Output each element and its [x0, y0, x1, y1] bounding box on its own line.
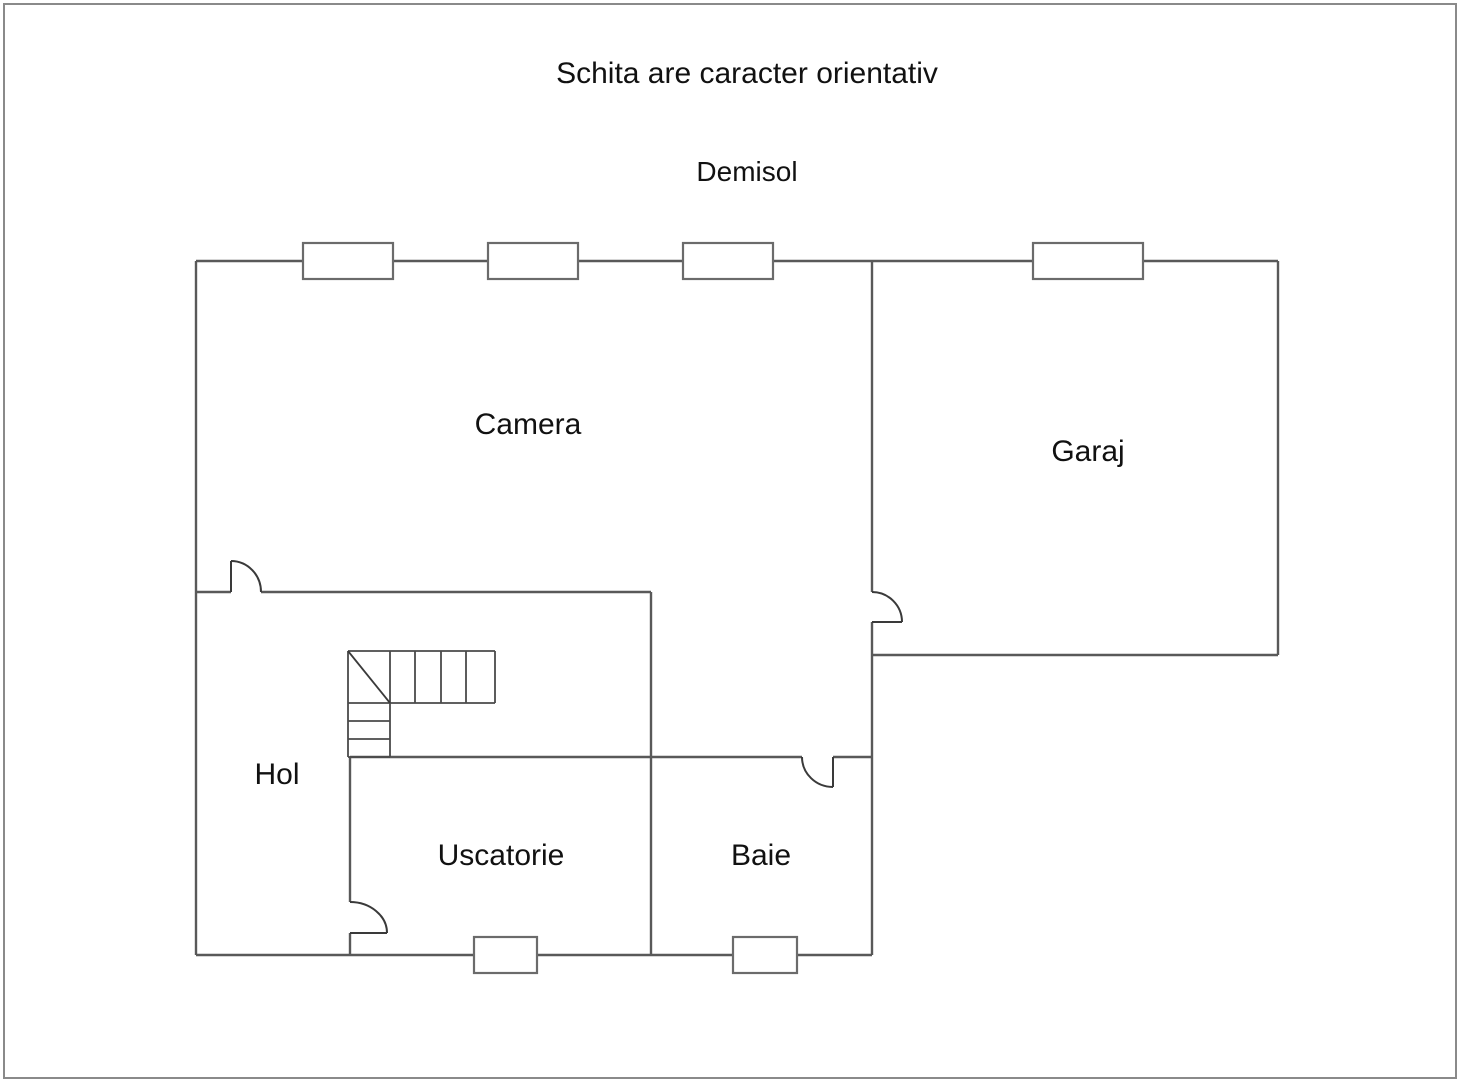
door-garaj-swing-arc	[871, 591, 903, 623]
stair-winder-diagonal	[347, 650, 391, 704]
doors-group	[230, 560, 903, 934]
window-uscatorie-bottom	[472, 935, 539, 975]
window-camera-top-2	[486, 241, 580, 281]
room-label-camera: Camera	[475, 408, 582, 441]
room-label-hol: Hol	[254, 758, 299, 791]
window-camera-top-1	[301, 241, 395, 281]
staircase	[347, 650, 496, 758]
door-hol-camera-swing-arc	[230, 560, 262, 593]
room-label-baie: Baie	[731, 839, 791, 872]
door-baie	[801, 756, 834, 788]
window-camera-top-3	[681, 241, 775, 281]
page-title: Schita are caracter orientativ	[556, 57, 938, 90]
floor-level-label: Demisol	[696, 156, 797, 187]
window-baie-bottom	[731, 935, 799, 975]
door-garaj	[871, 591, 903, 623]
door-uscatorie	[349, 901, 388, 934]
room-label-garaj: Garaj	[1051, 435, 1124, 468]
room-label-uscatorie: Uscatorie	[438, 839, 565, 872]
door-hol-camera	[230, 560, 262, 593]
door-uscatorie-swing-arc	[349, 901, 388, 934]
door-baie-swing-arc	[801, 756, 834, 788]
windows-group	[301, 241, 1145, 975]
window-garaj-top-1	[1031, 241, 1145, 281]
